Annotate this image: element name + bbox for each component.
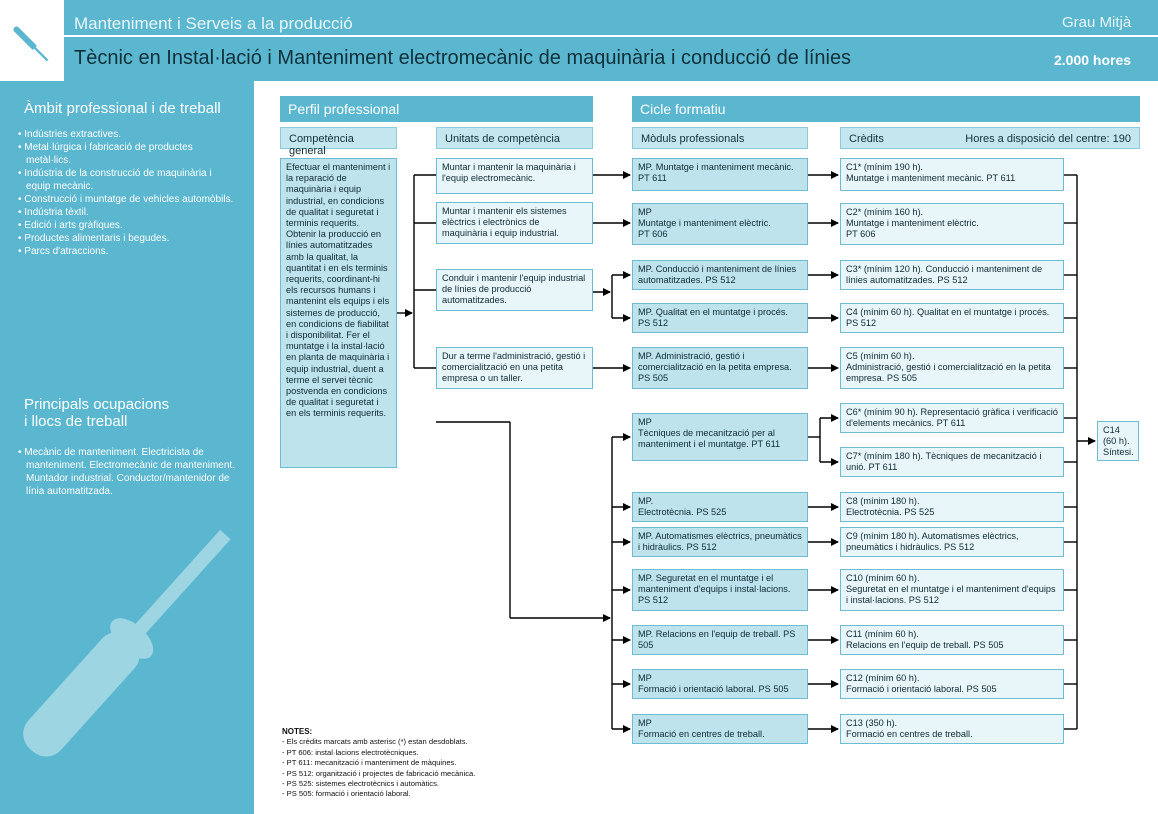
note-line: - Els crèdits marcats amb asterisc (*) e… [282,737,475,747]
note-line: - PT 606: instal·lacions electrotècnique… [282,748,475,758]
note-line: - PS 512: organització i projectes de fa… [282,769,475,779]
note-line: - PT 611: mecanització i manteniment de … [282,758,475,768]
notes-title: NOTES: [282,727,475,737]
note-line: - PS 505: formació i orientació laboral. [282,789,475,799]
note-line: - PS 525: sistemes electrotècnics i auto… [282,779,475,789]
notes: NOTES: - Els crèdits marcats amb asteris… [282,727,475,800]
